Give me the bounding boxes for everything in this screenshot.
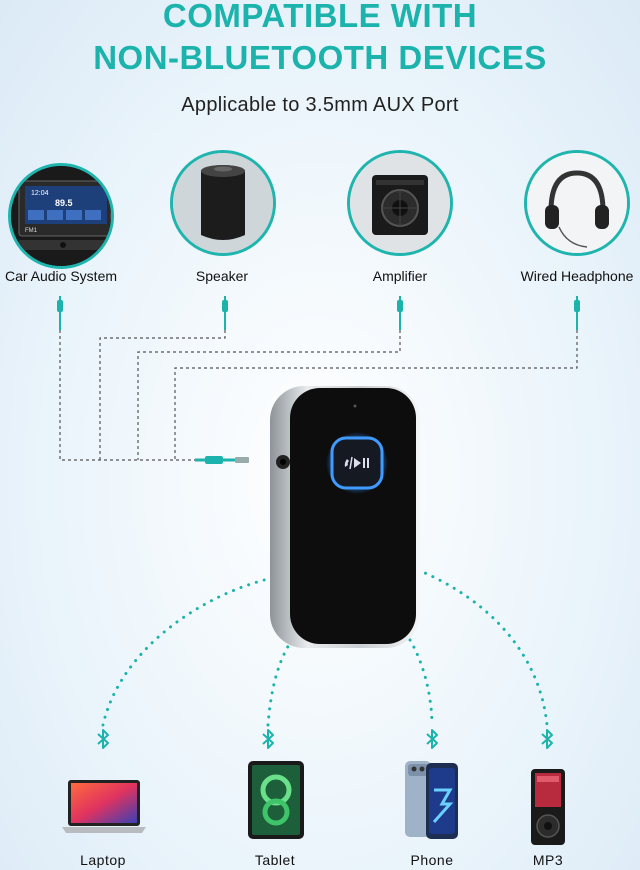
source-label-headphone: Wired Headphone	[520, 268, 634, 284]
car-audio-circle: 12:04 89.5 FM1	[8, 163, 114, 269]
call-play-pause-icon	[344, 456, 369, 470]
source-label-amplifier: Amplifier	[372, 268, 428, 284]
headline-line-2: NON-BLUETOOTH DEVICES	[93, 39, 547, 76]
car-stereo-icon: 12:04 89.5 FM1	[11, 166, 111, 266]
call-play-pause-button[interactable]	[334, 440, 380, 486]
car-screen-time: 12:04	[31, 190, 49, 197]
device-label-laptop: Laptop	[80, 852, 126, 868]
device-label-mp3: MP3	[532, 852, 564, 868]
speaker-circle	[170, 150, 276, 256]
source-label-car-audio: Car Audio System	[4, 268, 118, 284]
subtitle: Applicable to 3.5mm AUX Port	[181, 94, 459, 116]
headline-line-1: COMPATIBLE WITH	[162, 0, 478, 34]
car-screen-freq: 89.5	[55, 198, 73, 208]
laptop-icon	[62, 780, 146, 833]
phone-icon	[405, 761, 458, 839]
source-label-speaker: Speaker	[195, 268, 249, 284]
car-screen-band: FM1	[25, 228, 38, 234]
headphone-icon	[527, 153, 627, 253]
speaker-icon	[173, 153, 273, 253]
headphone-circle	[524, 150, 630, 256]
mp3-player-icon	[531, 769, 565, 845]
amplifier-icon	[350, 153, 450, 253]
tablet-icon	[248, 761, 304, 839]
amplifier-circle	[347, 150, 453, 256]
device-label-phone: Phone	[410, 852, 454, 868]
device-label-tablet: Tablet	[254, 852, 296, 868]
